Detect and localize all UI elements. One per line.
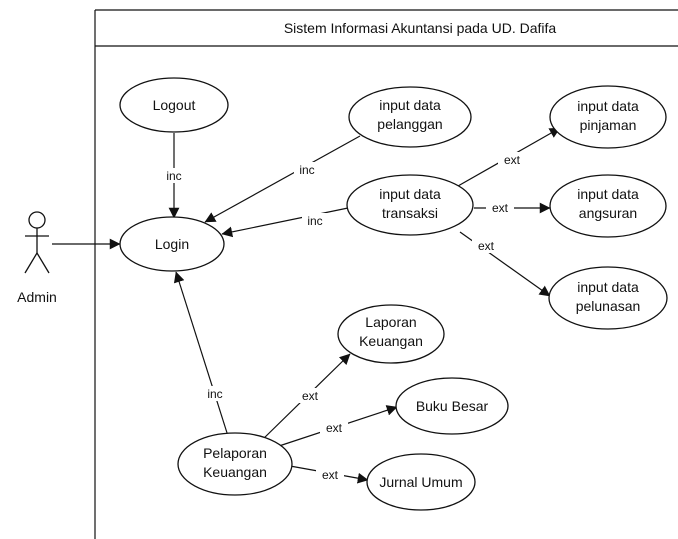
label-bg xyxy=(472,238,500,253)
usecase-transaksi-line2: transaksi xyxy=(382,205,438,221)
usecase-laporan-line2: Keuangan xyxy=(359,333,423,349)
label-bg xyxy=(498,152,526,167)
boundary-frame xyxy=(94,9,678,539)
relation-labels: inc inc inc inc ext ext ext ext ext ext xyxy=(161,152,526,482)
usecase-transaksi-line1: input data xyxy=(379,186,441,202)
usecase-jurnal-umum[interactable]: Jurnal Umum xyxy=(366,453,476,511)
edge-pelanggan-login xyxy=(204,135,361,223)
label-bg xyxy=(202,386,228,401)
usecase-login-label: Login xyxy=(155,236,189,252)
usecase-jurnal-label: Jurnal Umum xyxy=(379,474,462,490)
usecase-pelaporan-line1: Pelaporan xyxy=(203,445,267,461)
stick-figure-icon xyxy=(24,211,50,274)
label-transaksi-angsuran: ext xyxy=(492,201,509,215)
label-bg xyxy=(302,213,328,228)
label-pelaporan-laporan: ext xyxy=(302,389,319,403)
usecase-pelunasan-line1: input data xyxy=(577,279,639,295)
usecase-pinjaman-line1: input data xyxy=(577,98,639,114)
usecase-pelanggan-line2: pelanggan xyxy=(377,116,442,132)
edge-transaksi-login xyxy=(221,207,349,238)
label-bg xyxy=(294,162,320,177)
usecase-pelaporan-keuangan[interactable]: Pelaporan Keuangan xyxy=(177,432,293,496)
usecase-pelunasan-line2: pelunasan xyxy=(576,298,641,314)
usecase-logout[interactable]: Logout xyxy=(119,77,229,133)
label-transaksi-pinjaman: ext xyxy=(504,153,521,167)
usecase-pelaporan-line2: Keuangan xyxy=(203,464,267,480)
usecase-angsuran-line1: input data xyxy=(577,186,639,202)
usecase-logout-label: Logout xyxy=(153,97,196,113)
usecase-input-pelanggan[interactable]: input data pelanggan xyxy=(348,86,472,148)
usecase-angsuran-line2: angsuran xyxy=(579,205,637,221)
usecase-login[interactable]: Login xyxy=(119,216,225,272)
label-pelanggan-login: inc xyxy=(299,163,314,177)
system-title: Sistem Informasi Akuntansi pada UD. Dafi… xyxy=(284,20,557,36)
label-pelaporan-jurnal: ext xyxy=(322,468,339,482)
label-pelaporan-buku: ext xyxy=(326,421,343,435)
usecase-laporan-line1: Laporan xyxy=(365,314,416,330)
usecase-laporan-keuangan[interactable]: Laporan Keuangan xyxy=(337,304,445,364)
usecase-pinjaman-line2: pinjaman xyxy=(580,117,637,133)
label-bg xyxy=(316,467,344,482)
label-transaksi-pelunasan: ext xyxy=(478,239,495,253)
label-bg xyxy=(161,168,187,183)
usecase-input-angsuran[interactable]: input data angsuran xyxy=(549,174,667,238)
usecase-input-pelunasan[interactable]: input data pelunasan xyxy=(548,266,668,330)
label-bg xyxy=(320,420,348,435)
usecase-buku-besar-label: Buku Besar xyxy=(416,398,489,414)
usecase-input-pinjaman[interactable]: input data pinjaman xyxy=(549,85,667,149)
actor-label: Admin xyxy=(17,289,57,305)
edge-pelaporan-login xyxy=(173,271,229,437)
usecase-input-transaksi[interactable]: input data transaksi xyxy=(346,174,474,236)
label-bg xyxy=(296,388,324,403)
label-pelaporan-login: inc xyxy=(207,387,222,401)
usecase-pelanggan-line1: input data xyxy=(379,97,441,113)
usecase-buku-besar[interactable]: Buku Besar xyxy=(395,377,509,435)
use-cases: Logout Login input data pelanggan input … xyxy=(119,77,668,511)
label-transaksi-login: inc xyxy=(307,214,322,228)
label-logout-login: inc xyxy=(166,169,181,183)
system-boundary: Sistem Informasi Akuntansi pada UD. Dafi… xyxy=(94,9,678,539)
label-bg xyxy=(486,200,514,215)
actor-admin: Admin xyxy=(17,211,57,305)
